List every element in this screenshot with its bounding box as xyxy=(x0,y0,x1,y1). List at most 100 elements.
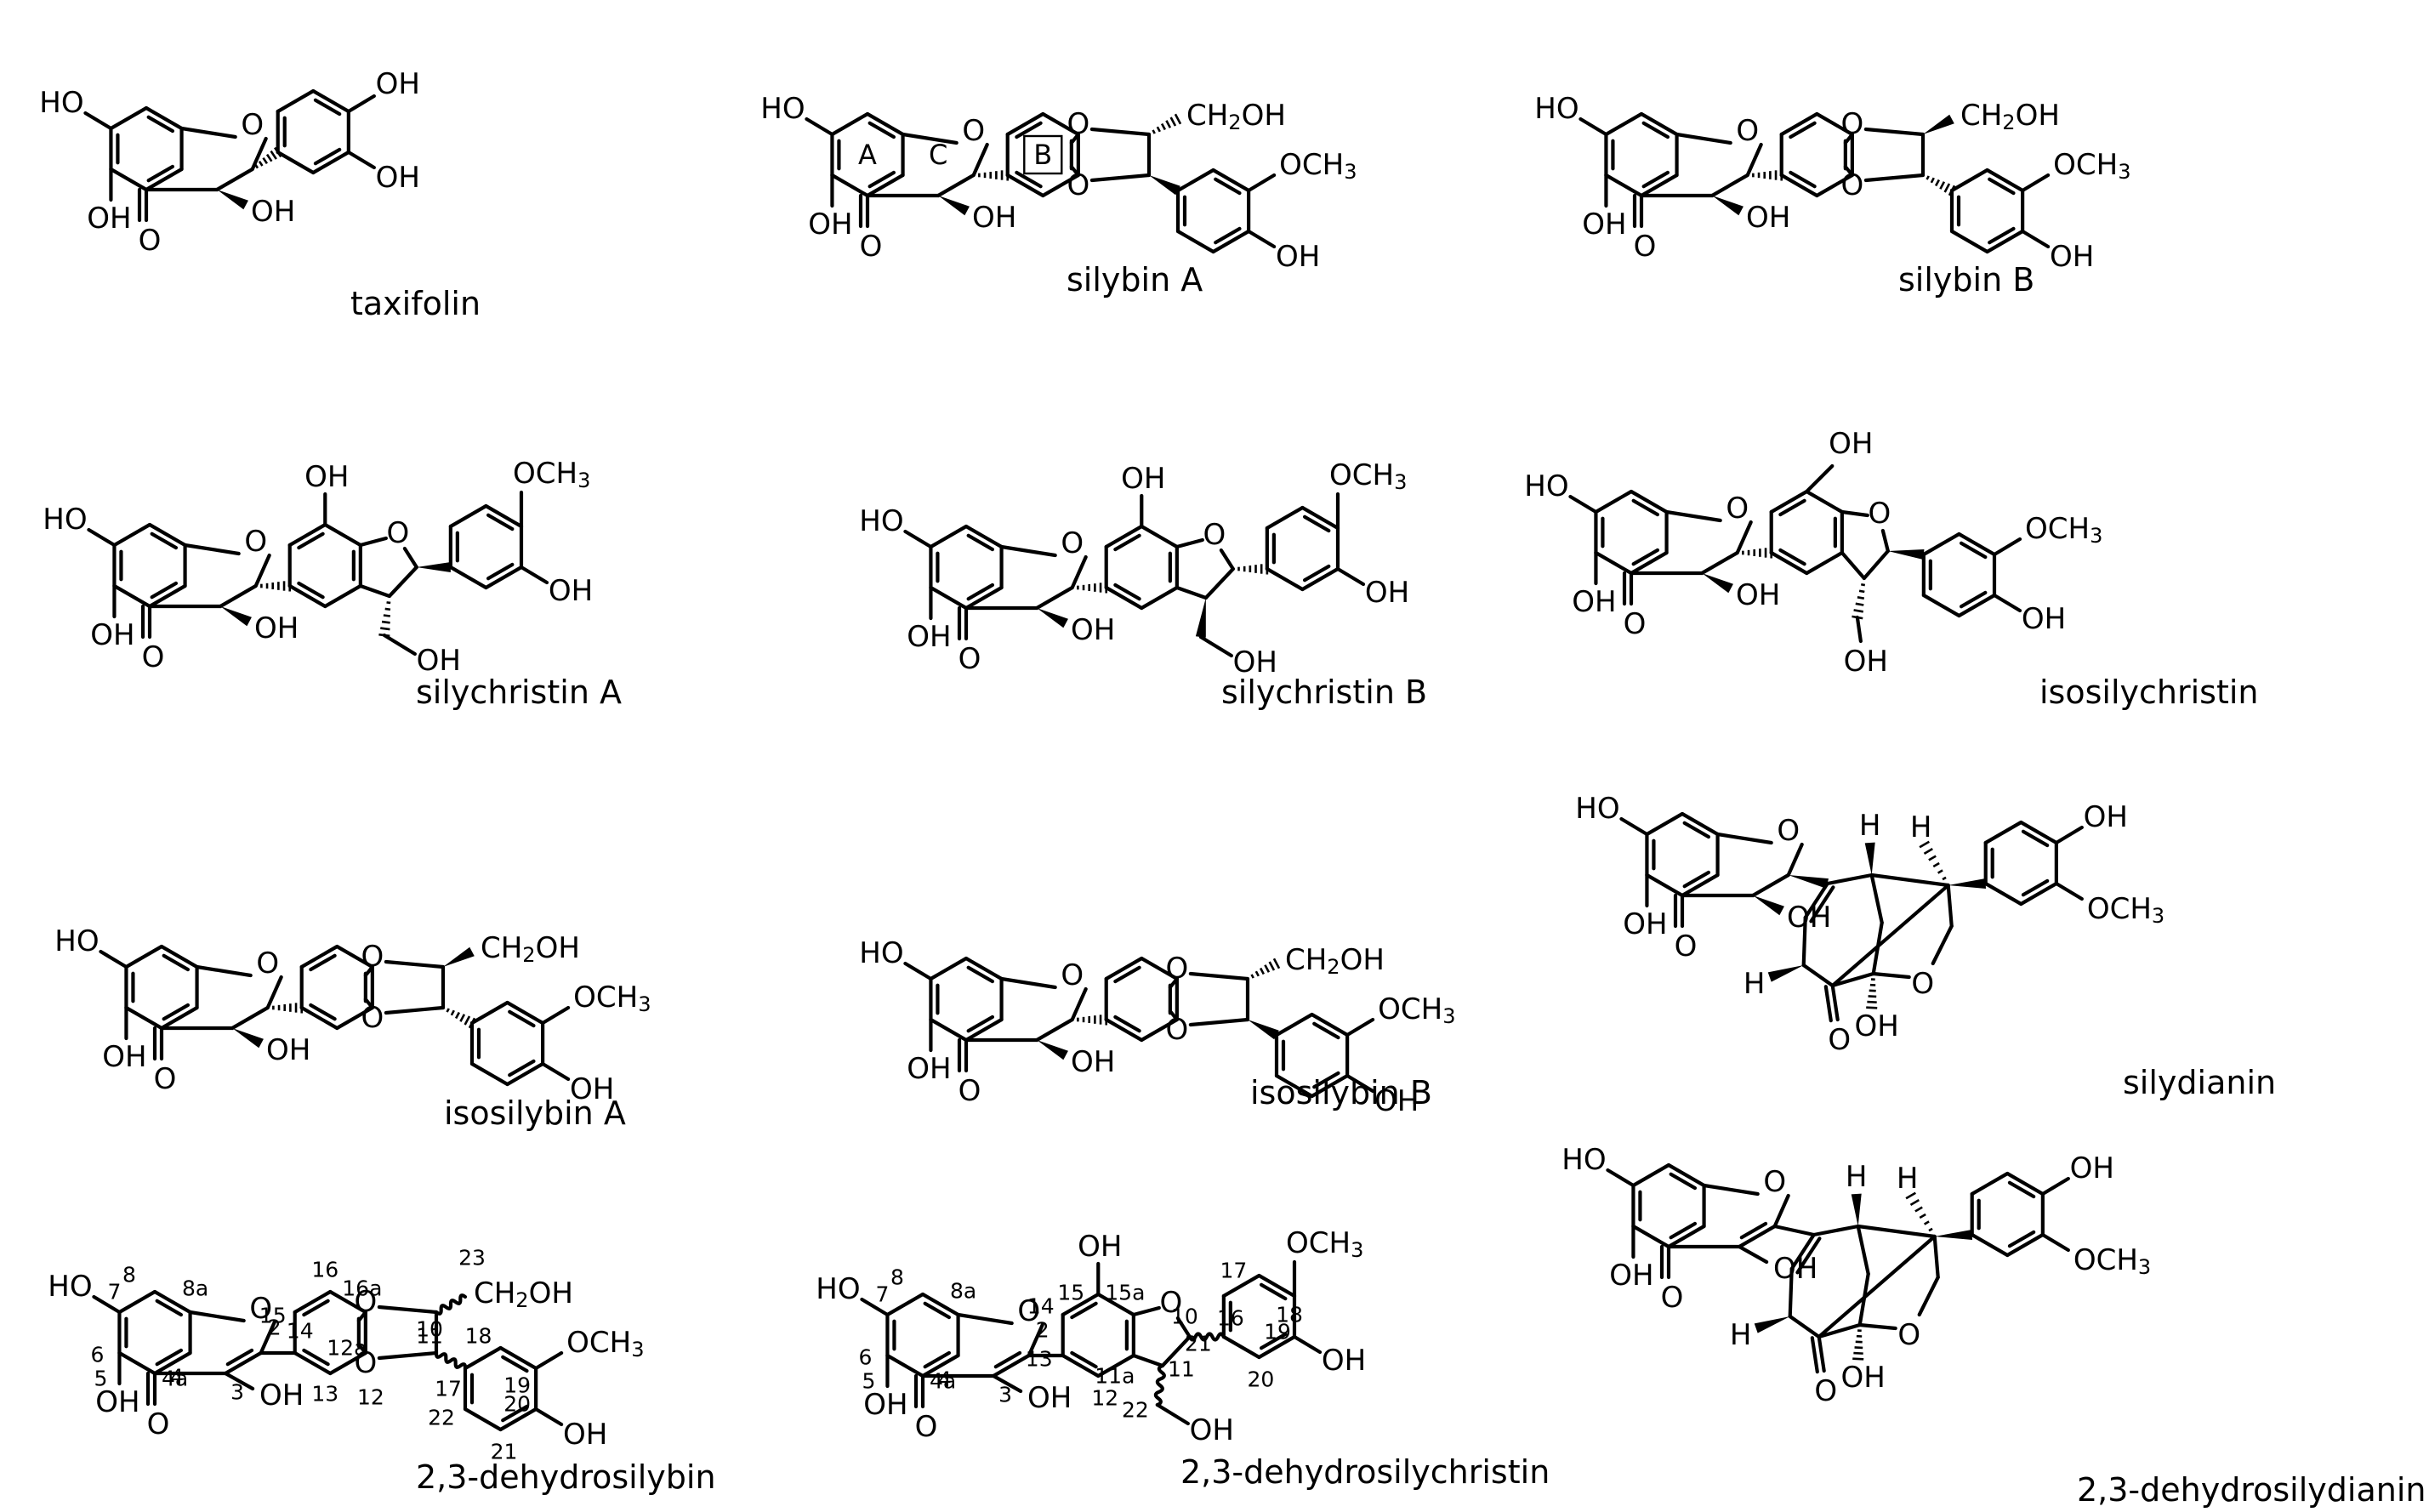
bond xyxy=(930,1020,966,1040)
bond xyxy=(1986,884,2022,904)
bond xyxy=(2043,1235,2068,1250)
atom-number: 4a xyxy=(930,1369,956,1394)
bond xyxy=(111,169,146,190)
bond xyxy=(1178,170,1214,190)
atom-number: 12a xyxy=(327,1336,367,1361)
bond xyxy=(1986,822,2022,843)
bond xyxy=(1952,231,1988,252)
bond xyxy=(2022,231,2048,247)
hash-bond xyxy=(1078,583,1106,594)
bond xyxy=(1972,1174,2008,1194)
atom-number: 21 xyxy=(1185,1332,1212,1356)
hash-bond xyxy=(1239,564,1267,575)
hydroxyl-5: OH xyxy=(907,1052,951,1086)
carbonyl-oxygen: O xyxy=(959,1074,981,1108)
hydrogen: H xyxy=(1897,1162,1919,1196)
hydroxyl-4prime: OH xyxy=(2084,800,2128,834)
hydrogen: H xyxy=(1730,1318,1752,1352)
bond xyxy=(1267,569,1303,589)
ring-oxygen: O xyxy=(1763,1165,1786,1199)
bond xyxy=(1872,875,1882,923)
hydroxyl-3: OH xyxy=(254,611,299,645)
bond xyxy=(1789,844,1802,875)
atom-number: 8a xyxy=(950,1279,976,1304)
hash-bond xyxy=(1866,980,1877,1009)
bond xyxy=(386,962,443,967)
atom-number: 15 xyxy=(259,1304,287,1328)
atom-number: 15a xyxy=(1105,1281,1145,1305)
bond xyxy=(465,1348,501,1368)
bond xyxy=(832,114,868,134)
bond xyxy=(379,1353,436,1358)
atom-number: 6 xyxy=(858,1345,872,1370)
wedge-bond xyxy=(232,1028,264,1048)
bond xyxy=(959,1315,1012,1323)
caption-silybin-b: silybin B xyxy=(1898,264,2034,296)
atom-number: 16a xyxy=(342,1276,382,1301)
hash-bond xyxy=(1906,1193,1932,1231)
hydroxyl-3: OH xyxy=(1071,613,1115,647)
bond xyxy=(1828,875,1872,884)
hydroxyl-7: HO xyxy=(1575,792,1619,826)
double-bond-line xyxy=(1826,986,1831,1020)
hydroxyl-3: OH xyxy=(1736,578,1780,612)
hash-bond xyxy=(273,1003,301,1014)
caption-isosilybin-b: isosilybin B xyxy=(1250,1077,1432,1109)
atom-number: 2 xyxy=(1036,1318,1050,1343)
bond xyxy=(1842,512,1868,515)
wedge-bond xyxy=(1149,175,1180,195)
hydroxyl-19: OH xyxy=(549,574,593,608)
bond xyxy=(1858,1226,1935,1236)
atom-number: 5 xyxy=(862,1369,875,1394)
dioxane-oxygen: O xyxy=(1840,168,1863,202)
methoxy: OCH3 xyxy=(2025,512,2102,548)
atom-number: 19 xyxy=(1264,1320,1291,1344)
atom-number: 7 xyxy=(875,1282,889,1307)
hydroxyl-4prime: OH xyxy=(376,161,420,195)
bond xyxy=(1702,553,1738,573)
bond xyxy=(114,586,150,606)
bond xyxy=(1141,588,1177,608)
atom-number: 17 xyxy=(1220,1259,1248,1283)
bond xyxy=(806,119,832,134)
bond xyxy=(1206,569,1233,598)
hydroxyl-4prime: OH xyxy=(1276,240,1320,274)
ring-oxygen: O xyxy=(1726,492,1749,526)
dioxane-oxygen: O xyxy=(1067,107,1089,141)
atom-number: 11 xyxy=(1168,1357,1195,1382)
bond xyxy=(85,113,111,128)
bond xyxy=(1633,1226,1669,1247)
ring-label-c: C xyxy=(929,139,947,171)
hydroxyl-7: HO xyxy=(859,936,903,970)
bond xyxy=(1092,175,1149,180)
hydrogen: H xyxy=(1910,810,1932,844)
methoxy: OCH3 xyxy=(573,981,651,1016)
hydroxyl-5: OH xyxy=(87,202,131,236)
bond xyxy=(185,545,239,554)
bond xyxy=(1249,231,1274,247)
bond xyxy=(930,526,966,547)
bond xyxy=(1177,540,1203,547)
caption-silydianin: silydianin xyxy=(2123,1066,2276,1099)
bond xyxy=(1738,522,1751,553)
wedge-bond xyxy=(443,947,475,967)
bond xyxy=(1580,119,1606,134)
hydroxyl-5: OH xyxy=(808,207,852,242)
bond xyxy=(1606,175,1641,196)
bond xyxy=(232,1008,268,1028)
caption-2-3-dehydrosilychristin: 2,3-dehydrosilychristin xyxy=(1180,1456,1550,1488)
bond xyxy=(1191,1020,1248,1025)
bond xyxy=(1933,926,1952,963)
bond xyxy=(1134,1356,1163,1366)
bond xyxy=(1948,885,1952,926)
bond xyxy=(930,588,966,608)
hydroxymethyl: CH2OH xyxy=(1285,943,1385,979)
bond xyxy=(1864,551,1888,578)
bond xyxy=(390,567,417,596)
bond xyxy=(1804,965,1833,986)
atom-number: 8 xyxy=(890,1265,904,1290)
ring-oxygen: O xyxy=(1777,814,1800,848)
wedge-bond xyxy=(1852,1194,1862,1226)
